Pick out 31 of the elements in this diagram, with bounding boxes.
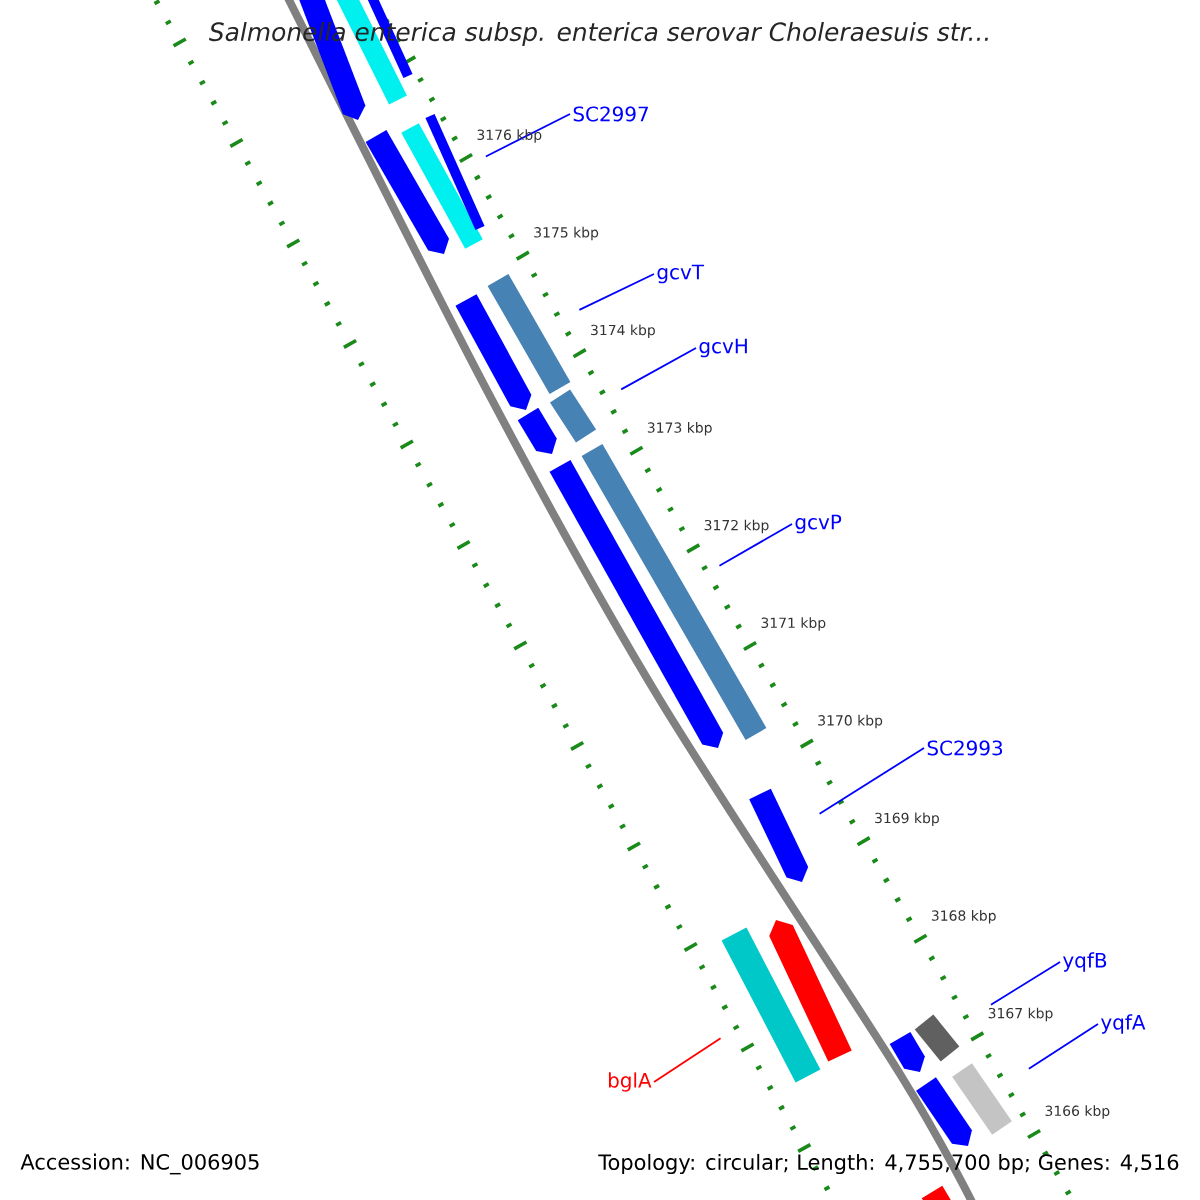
gene-label: gcvH (699, 338, 747, 358)
gene-label: SC2993 (927, 740, 1003, 756)
gene-bar (721, 927, 821, 1083)
summary-text: Topology: circular; Length: 4,755,700 bp; Genes: 4,516 (598, 1153, 1179, 1175)
gene-label: bglA (608, 1072, 652, 1092)
gene-label: yqfB (1063, 952, 1107, 972)
leader-line (653, 1037, 722, 1083)
gene-bar (749, 788, 809, 882)
gene-bar (549, 389, 597, 443)
gene-bar (889, 1031, 925, 1072)
gene-bar (916, 1077, 972, 1146)
leader-line (1028, 1023, 1099, 1070)
leader-line (484, 113, 571, 158)
gene-bar (952, 1063, 1012, 1135)
leader-line (718, 523, 793, 567)
leader-line (990, 961, 1061, 1006)
gene-label: gcvP (795, 514, 842, 534)
gene-label: yqfA (1101, 1014, 1146, 1034)
gene-bar (487, 274, 571, 394)
leader-line (578, 273, 655, 311)
gene-bar (769, 920, 852, 1062)
gene-label: SC2997 (573, 106, 648, 122)
gene-bar (365, 130, 449, 254)
accession-text: Accession: NC_006905 (20, 1153, 259, 1175)
gene-label: gcvT (657, 264, 705, 284)
leader-line (620, 347, 697, 391)
leader-line (818, 747, 925, 815)
gene-bar (455, 294, 532, 410)
gene-bar (914, 1014, 960, 1062)
gene-bar (517, 407, 557, 454)
gene-bar (921, 1185, 955, 1200)
